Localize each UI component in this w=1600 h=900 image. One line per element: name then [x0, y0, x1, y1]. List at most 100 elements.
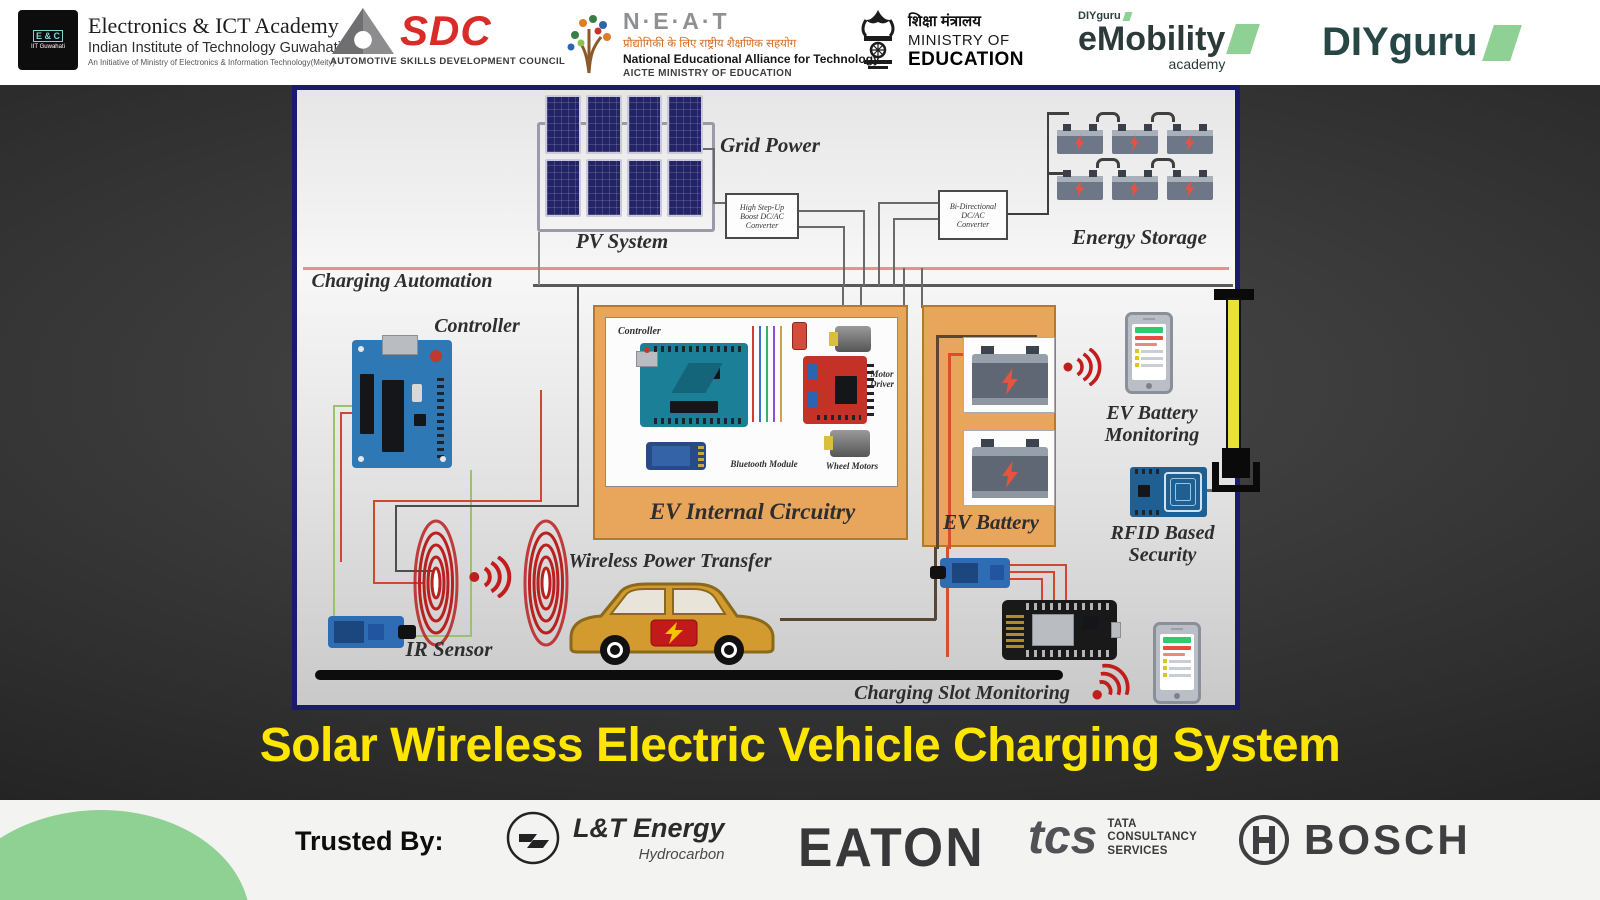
logo-tcs: tcs TATA CONSULTANCY SERVICES	[1028, 811, 1198, 864]
storage-battery	[1057, 168, 1103, 200]
trusted-by-bar: Trusted By: L&T Energy Hydrocarbon EATON…	[0, 800, 1600, 900]
ev-internal-panel: Controller	[605, 317, 898, 487]
wire	[340, 412, 342, 562]
neat-tree-icon	[567, 14, 611, 73]
eict-badge-icon: E & C IIT Guwahati	[18, 10, 78, 70]
wire	[842, 286, 844, 314]
emobility-brand: DIYguru	[1078, 10, 1121, 22]
charging-pole-cap	[1214, 289, 1254, 300]
wireless-power-transfer-label: Wireless Power Transfer	[568, 550, 772, 572]
wire	[373, 500, 542, 502]
wire	[799, 226, 843, 228]
wire-ac-bus	[303, 267, 1229, 270]
ev-battery-cell-panel	[963, 337, 1055, 413]
wire	[538, 232, 540, 285]
transmitter-coil-icon	[413, 519, 459, 647]
charging-connector	[1222, 448, 1250, 478]
wire	[713, 202, 727, 204]
charging-slot-monitoring-label: Charging Slot Monitoring	[854, 682, 1070, 704]
neat-acronym: N·E·A·T	[623, 8, 730, 34]
wire	[340, 412, 354, 414]
eict-badge-text: E & C	[32, 30, 63, 42]
wire	[1047, 112, 1049, 215]
energy-storage-label: Energy Storage	[1072, 225, 1207, 249]
rfid-security-label: RFID Based Security	[1110, 522, 1215, 566]
wire	[843, 226, 845, 286]
lnt-circle-icon	[506, 811, 560, 865]
esp32-board	[1002, 600, 1121, 660]
eict-title: Electronics & ICT Academy	[88, 13, 339, 38]
ev-battery-monitoring-label: EV Battery Monitoring	[1104, 402, 1200, 446]
storage-battery	[1112, 122, 1158, 154]
wire	[1053, 571, 1055, 602]
motor-driver-label: Motor Driver	[870, 369, 894, 389]
logo-eict-academy: E & C IIT Guwahati Electronics & ICT Aca…	[18, 10, 341, 70]
asdc-acronym: SDC	[400, 7, 492, 54]
ev-internal-circuitry-label: EV Internal Circuitry	[649, 499, 856, 524]
ev-battery-label: EV Battery	[943, 510, 1039, 534]
wire	[1010, 564, 1067, 566]
battery-link	[1096, 158, 1120, 168]
logo-ministry-of-education: शिक्षा मंत्रालय MINISTRY OF EDUCATION	[858, 8, 1024, 74]
ir-sensor-board	[328, 616, 416, 648]
pv-system-label: PV System	[575, 229, 669, 253]
logo-diyguru: DIYguru	[1322, 20, 1522, 65]
ev-battery-box: EV Battery	[922, 305, 1056, 549]
pv-array	[545, 95, 703, 217]
charging-connector-bracket	[1212, 462, 1260, 492]
logo-bosch: BOSCH	[1238, 814, 1471, 866]
eict-tagline: An Initiative of Ministry of Electronics…	[88, 58, 336, 67]
moe-hindi: शिक्षा मंत्रालय	[908, 13, 981, 30]
wire	[860, 286, 862, 308]
wire	[395, 505, 397, 572]
storage-battery	[1167, 168, 1213, 200]
wire	[333, 405, 335, 637]
ev-battery-cell-panel	[963, 430, 1055, 506]
controller-arduino-board	[352, 335, 452, 468]
wifi-signal-icon	[1063, 348, 1102, 386]
wire	[893, 218, 938, 220]
wire	[863, 210, 865, 286]
emobility-parallelogram-icon	[1226, 24, 1261, 54]
lnt-sub: Hydrocarbon	[638, 846, 725, 863]
wire	[540, 390, 542, 502]
controller-label: Controller	[434, 315, 520, 337]
wire	[1010, 578, 1043, 580]
wire	[948, 353, 951, 549]
storage-battery	[1112, 168, 1158, 200]
slot-sensor-board	[930, 558, 1010, 588]
tcs-org: TATA CONSULTANCY SERVICES	[1107, 817, 1198, 857]
moe-line2: EDUCATION	[908, 49, 1025, 70]
ev-car-icon	[569, 582, 775, 665]
monitoring-phone	[1125, 312, 1173, 394]
ashoka-emblem-icon	[861, 10, 895, 69]
emobility-name: eMobility	[1078, 20, 1226, 58]
wheel-motors-label: Wheel Motors	[825, 461, 879, 471]
wire	[921, 268, 923, 308]
battery-link	[1096, 112, 1120, 122]
rfid-module-board	[1130, 467, 1207, 517]
asdc-tagline: AUTOMOTIVE SKILLS DEVELOPMENT COUNCIL	[330, 56, 566, 67]
wifi-signal-icon	[469, 556, 512, 598]
diyguru-parallelogram-icon	[1481, 24, 1522, 61]
tcs-mark: tcs	[1028, 811, 1098, 864]
wire	[946, 547, 949, 657]
wire-dc-bus	[533, 284, 1233, 287]
green-blob-decoration	[0, 810, 250, 900]
logo-neat: N·E·A·T प्रौद्योगिकी के लिए राष्ट्रीय शै…	[565, 8, 880, 79]
poster-body: PV System Grid Power High Step-Up Boost …	[0, 85, 1600, 800]
battery-link	[1151, 112, 1175, 122]
logo-asdc: SDC AUTOMOTIVE SKILLS DEVELOPMENT COUNCI…	[330, 8, 565, 67]
boost-converter-box: High Step-Up Boost DC/AC Converter	[725, 193, 799, 239]
bluetooth-module-board	[646, 442, 706, 470]
wire	[1008, 213, 1047, 215]
wheel-motor-bottom	[824, 430, 870, 457]
wire	[470, 470, 472, 637]
inner-arduino-board	[636, 343, 748, 427]
wire	[1047, 172, 1063, 175]
neat-hindi: प्रौद्योगिकी के लिए राष्ट्रीय शैक्षणिक स…	[623, 38, 797, 50]
wire	[780, 618, 936, 621]
inner-controller-label: Controller	[618, 326, 661, 337]
wire	[903, 268, 905, 312]
